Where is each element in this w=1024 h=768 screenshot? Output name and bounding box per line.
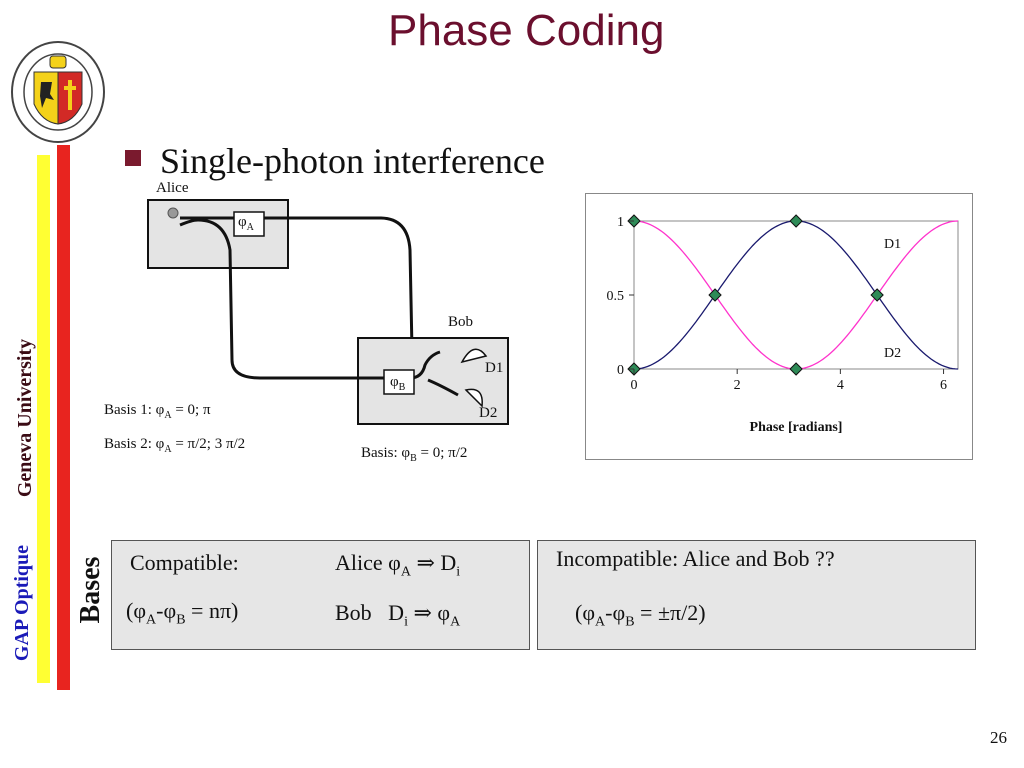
group-name: GAP Optique xyxy=(11,544,33,662)
basis-1-label: Basis 1: φA = 0; π xyxy=(104,402,211,421)
university-name: Geneva University xyxy=(14,338,36,498)
detector-d1-label: D1 xyxy=(485,360,504,376)
data-point-marker-5 xyxy=(870,288,884,302)
data-point-marker-3 xyxy=(789,214,803,228)
y-tick-label: 1 xyxy=(617,215,624,230)
x-tick-label: 0 xyxy=(631,378,638,393)
phase-a-label: φA xyxy=(238,214,254,233)
alice-rule: Alice φA ⇒ Di xyxy=(335,550,461,580)
bullet-marker xyxy=(125,150,141,166)
red-side-bar xyxy=(57,145,70,690)
bullet-text: Single-photon interference xyxy=(160,141,545,181)
incompatible-bases-box xyxy=(537,540,976,650)
compatible-label: Compatible: xyxy=(130,550,239,575)
compatible-rule: (φA-φB = nπ) xyxy=(126,598,239,628)
university-seal-logo xyxy=(11,41,105,143)
y-tick-label: 0.5 xyxy=(607,289,625,304)
basis-2-label: Basis 2: φA = π/2; 3 π/2 xyxy=(104,436,246,455)
series-label-d2: D2 xyxy=(884,346,901,361)
series-line-d2 xyxy=(633,220,959,370)
photon-source-icon xyxy=(167,207,179,219)
bob-label: Bob xyxy=(448,314,474,330)
data-point-marker-2 xyxy=(708,288,722,302)
alice-label: Alice xyxy=(156,180,189,196)
series-label-d1: D1 xyxy=(884,237,901,252)
page-title: Phase Coding xyxy=(388,6,665,55)
incompatible-label: Incompatible: Alice and Bob ?? xyxy=(556,546,835,571)
phase-b-label: φB xyxy=(390,374,406,393)
x-tick-label: 4 xyxy=(837,378,844,393)
compatible-bases-box xyxy=(111,540,530,650)
phase-modulator-a xyxy=(233,211,265,237)
section-label: Bases xyxy=(75,556,106,624)
basis-bob-label: Basis: φB = 0; π/2 xyxy=(361,445,468,464)
incompatible-rule: (φA-φB = ±π/2) xyxy=(575,600,706,630)
bob-rule: Bob Di ⇒ φA xyxy=(335,600,461,630)
data-point-marker-4 xyxy=(789,362,803,376)
interferometer-diagram xyxy=(147,199,509,425)
phase-modulator-b xyxy=(383,369,415,395)
series-line-d1 xyxy=(633,220,959,370)
detector-d1-icon xyxy=(460,348,488,364)
detector-d2-icon xyxy=(464,388,483,408)
plot-area xyxy=(633,220,959,370)
x-tick-label: 6 xyxy=(940,378,947,393)
page-number: 26 xyxy=(990,728,1007,747)
y-tick-label: 0 xyxy=(617,363,624,378)
detector-d2-label: D2 xyxy=(479,405,498,421)
x-tick-label: 2 xyxy=(734,378,741,393)
yellow-side-bar xyxy=(37,155,50,683)
x-axis-title: Phase [radians] xyxy=(750,420,843,435)
